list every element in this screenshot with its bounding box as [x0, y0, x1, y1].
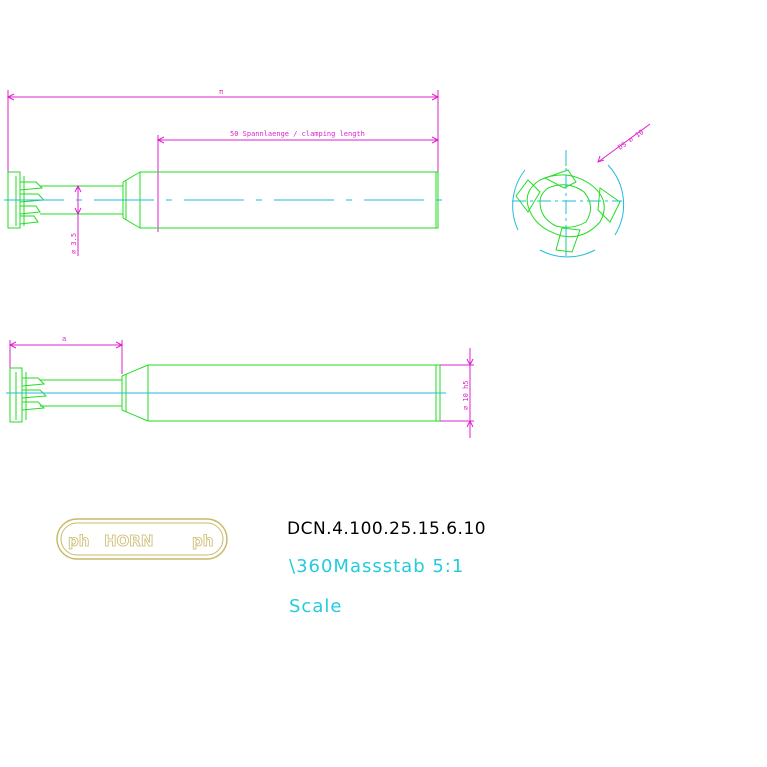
neck-dia-dimension	[74, 184, 82, 256]
scale-line: \360Massstab 5:1	[289, 556, 464, 577]
title-block: DCN.4.100.25.15.6.10 \360Massstab 5:1 Sc…	[287, 519, 486, 617]
clamping-length-dimension	[156, 135, 440, 232]
end-view-dia-dimension	[597, 123, 651, 163]
end-view-outline	[515, 150, 621, 254]
shank-dia-dimension	[440, 348, 474, 438]
neck-dia-label: ∅ 3.5	[70, 233, 78, 254]
logo-right-mark: ph	[192, 532, 213, 550]
logo-left-mark: ph	[68, 532, 89, 550]
end-view-dia-label: DS ∅ 10	[617, 128, 646, 151]
top-view: π 50 Spannlaenge / clamping length	[4, 88, 446, 256]
reach-label: a	[62, 335, 66, 343]
overall-length-dimension	[6, 90, 440, 178]
end-view: DS ∅ 10	[512, 123, 651, 258]
part-number: DCN.4.100.25.15.6.10	[287, 519, 486, 539]
reach-dimension	[8, 340, 124, 374]
logo-brand: HORN	[104, 532, 153, 550]
shank-dia-label: ∅ 10 h5	[462, 380, 470, 410]
clamping-length-label: 50 Spannlaenge / clamping length	[230, 130, 365, 138]
scale-word: Scale	[289, 596, 342, 617]
end-view-centerlines	[512, 150, 622, 256]
overall-length-label: π	[219, 88, 224, 96]
side-view: a ∅ 10 h5	[6, 335, 474, 438]
end-view-arcs	[512, 164, 625, 258]
horn-logo: ph HORN ph	[56, 518, 228, 560]
